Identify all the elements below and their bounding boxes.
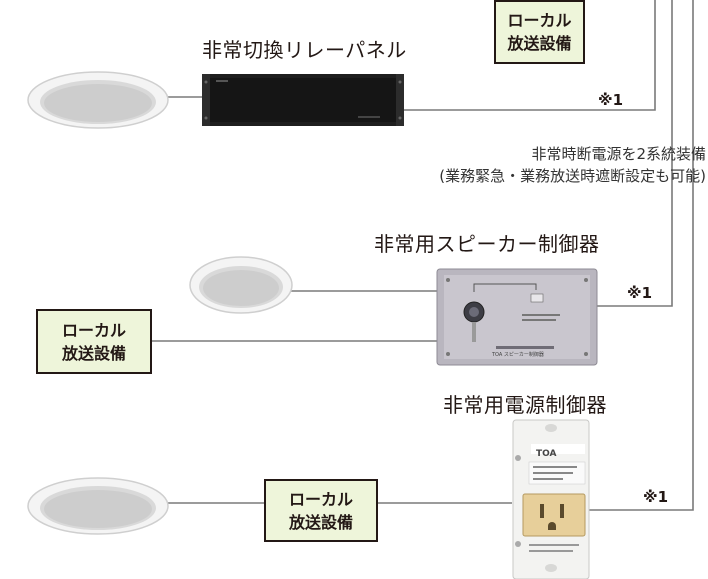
- power-controller-unit: [512, 419, 590, 579]
- wire-speaker-controller: [150, 0, 673, 342]
- speaker-controller-plate-label: TOA スピーカー制御器: [492, 352, 544, 358]
- box-1-line1: ローカル: [507, 11, 572, 30]
- box-1-line2: 放送設備: [507, 34, 572, 53]
- relay-panel-unit: [202, 74, 404, 126]
- ceiling-speaker-2: [189, 256, 293, 314]
- speaker-controller-unit: [436, 268, 598, 366]
- box-3-line1: ローカル: [288, 489, 353, 509]
- wire-power-controller: [168, 0, 694, 511]
- note-mark-1: ※1: [598, 91, 624, 109]
- box-2-line1: ローカル: [61, 320, 126, 340]
- ceiling-speaker-3: [27, 477, 169, 535]
- power-cutoff-note-line2: (業務緊急・業務放送時遮断設定も可能): [439, 167, 706, 185]
- speaker-controller-heading: 非常用スピーカー制御器: [374, 232, 600, 256]
- box-3-line2: 放送設備: [288, 512, 353, 532]
- note-mark-3: ※1: [643, 488, 669, 506]
- box-2-line2: 放送設備: [61, 343, 126, 363]
- local-broadcast-box-2: ローカル 放送設備: [36, 309, 152, 374]
- ceiling-speaker-1: [27, 71, 169, 129]
- relay-panel-heading: 非常切換リレーパネル: [202, 38, 407, 62]
- local-broadcast-box-1: ローカル 放送設備: [494, 0, 585, 64]
- note-mark-2: ※1: [627, 284, 653, 302]
- power-controller-heading: 非常用電源制御器: [443, 393, 607, 417]
- local-broadcast-box-3: ローカル 放送設備: [264, 479, 378, 542]
- power-cutoff-note-line1: 非常時断電源を2系統装備: [531, 145, 706, 163]
- outlet-brand-label: TOA: [536, 449, 557, 459]
